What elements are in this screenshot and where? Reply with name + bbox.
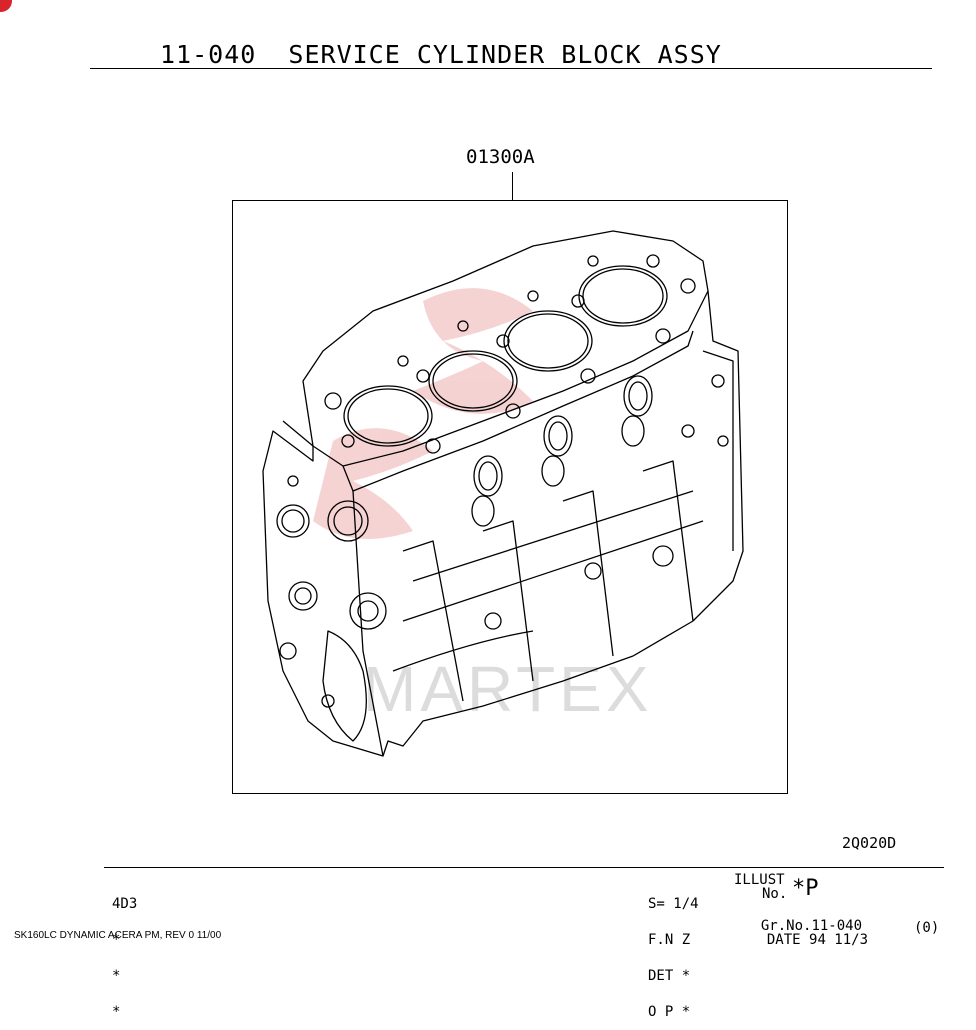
date-label: DATE <box>766 932 801 948</box>
block-front-face <box>262 290 744 757</box>
illust-label: ILLUST <box>734 872 785 888</box>
front-seal-housing <box>327 500 369 542</box>
scale-line: S= 1/4 <box>648 896 699 912</box>
cylinder-bore-3 <box>503 310 593 372</box>
footer-scale-block: S= 1/4 F.N Z DET * O P * <box>648 874 699 1030</box>
title-underline <box>90 68 932 69</box>
cylinder-block-drawing-icon: MARTEX <box>262 230 744 757</box>
footer-left-block: 4D3 * * * <box>112 874 137 1030</box>
illustration-code: 2Q020D <box>842 834 897 852</box>
group-number: Gr.No.11-040 <box>744 908 863 934</box>
revision-code: (0) <box>914 920 940 936</box>
asterisk-1: * <box>112 932 121 948</box>
cylinder-bore-2 <box>428 350 518 412</box>
part-leader-line <box>512 172 513 201</box>
asterisk-3: * <box>112 1004 121 1020</box>
watermark-text: MARTEX <box>363 653 653 725</box>
asterisk-2: * <box>112 968 121 984</box>
model-code: 4D3 <box>112 896 138 912</box>
part-number-label: 01300A <box>466 146 535 168</box>
group-label: Gr.No. <box>760 918 812 934</box>
document-note: SK160LC DYNAMIC ACERA PM, REV 0 11/00 <box>14 930 222 941</box>
cylinder-bore-1 <box>343 385 433 447</box>
footer-rule <box>104 867 944 868</box>
watermark-logo <box>313 288 533 539</box>
det-line: DET * <box>648 968 691 984</box>
cylinder-bore-4 <box>578 265 668 327</box>
side-port-1 <box>473 455 503 497</box>
date-value: 94 11/3 <box>809 932 869 948</box>
op-line: O P * <box>648 1004 691 1020</box>
group-value: 11-040 <box>811 918 863 934</box>
fnz-line: F.N Z <box>648 932 691 948</box>
illustration-frame: MARTEX <box>232 200 788 794</box>
side-port-3 <box>623 375 653 417</box>
no-label: No. <box>762 886 788 902</box>
side-port-2 <box>543 415 573 457</box>
page-title: 11-040 SERVICE CYLINDER BLOCK ASSY <box>160 40 722 69</box>
no-value: *P <box>792 876 819 901</box>
corner-mark <box>0 0 12 12</box>
date-line: DATE 94 11/3 <box>750 922 869 948</box>
